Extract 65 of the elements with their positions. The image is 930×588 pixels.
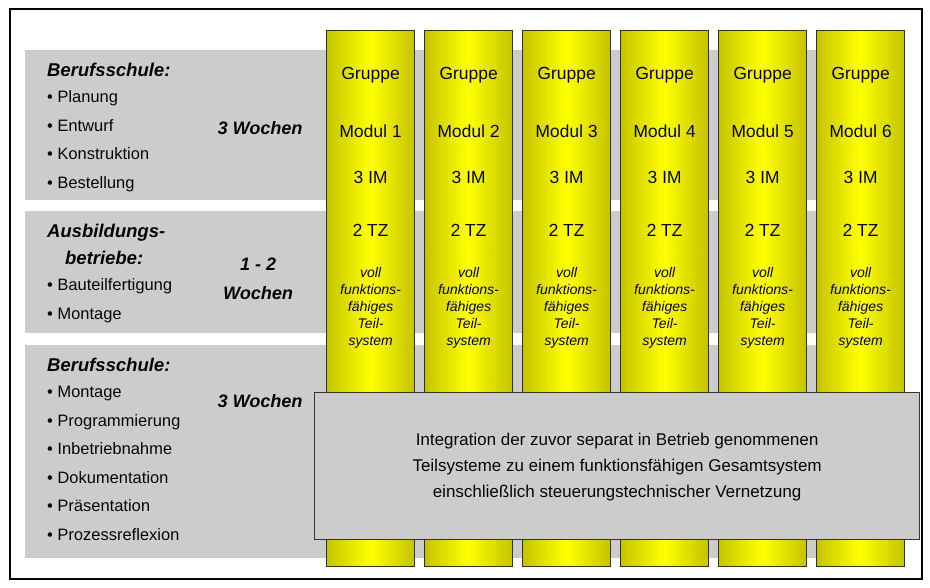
- column-text: 3 IM: [352, 166, 389, 189]
- list-item: • Montage: [47, 304, 122, 324]
- duration-label: 3 Wochen: [216, 390, 304, 413]
- section-band: [25, 345, 314, 558]
- list-item: • Dokumentation: [47, 468, 168, 488]
- column-text: 3 IM: [842, 166, 879, 189]
- column-text: Gruppe: [536, 62, 597, 85]
- list-item: • Präsentation: [47, 496, 150, 517]
- list-item: • Bestellung: [47, 172, 134, 194]
- list-item: • Planung: [47, 87, 118, 108]
- column-text: 3 IM: [744, 166, 781, 189]
- section-band: [25, 211, 326, 333]
- list-item: • Inbetriebnahme: [47, 439, 172, 460]
- section-band: [25, 50, 326, 200]
- list-item: • Entwurf: [47, 116, 114, 136]
- module-column: [522, 30, 611, 392]
- column-text: 3 IM: [548, 166, 585, 189]
- column-text: Modul 3: [534, 120, 599, 143]
- column-text: Gruppe: [830, 62, 891, 85]
- column-foot: [620, 539, 709, 567]
- column-text: 2 TZ: [744, 219, 782, 242]
- column-foot: [816, 539, 905, 567]
- column-foot: [424, 539, 513, 567]
- column-text: Modul 1: [338, 120, 403, 143]
- duration-label: 1 - 2 Wochen: [222, 253, 294, 304]
- column-text: voll funktions- fähiges Teil- system: [535, 264, 598, 349]
- list-item: • Montage: [47, 382, 122, 403]
- column-text: Modul 5: [730, 120, 795, 143]
- column-text: 2 TZ: [842, 219, 880, 242]
- column-text: Modul 6: [828, 120, 893, 143]
- column-text: 2 TZ: [548, 219, 586, 242]
- module-column: [424, 30, 513, 392]
- column-text: voll funktions- fähiges Teil- system: [731, 264, 794, 349]
- column-text: 2 TZ: [352, 219, 390, 242]
- list-item: • Konstruktion: [47, 144, 150, 165]
- integration-box: [314, 392, 920, 540]
- column-text: voll funktions- fähiges Teil- system: [437, 264, 500, 349]
- column-text: Gruppe: [732, 62, 793, 85]
- column-text: voll funktions- fähiges Teil- system: [339, 264, 402, 349]
- column-text: Gruppe: [438, 62, 499, 85]
- column-text: Modul 4: [632, 120, 697, 143]
- section-heading: Berufsschule:: [47, 58, 172, 82]
- column-text: 2 TZ: [450, 219, 488, 242]
- section-heading: Berufsschule:: [47, 353, 172, 377]
- column-text: 2 TZ: [646, 219, 684, 242]
- column-text: Modul 2: [436, 120, 501, 143]
- module-column: [326, 30, 415, 392]
- column-text: Gruppe: [634, 62, 695, 85]
- column-text: voll funktions- fähiges Teil- system: [633, 264, 696, 349]
- list-item: • Bauteilfertigung: [47, 275, 172, 296]
- column-text: voll funktions- fähiges Teil- system: [829, 264, 892, 349]
- list-item: • Programmierung: [47, 410, 180, 432]
- column-text: Gruppe: [340, 62, 401, 85]
- module-column: [620, 30, 709, 392]
- column-foot: [718, 539, 807, 567]
- column-foot: [326, 539, 415, 567]
- column-text: 3 IM: [646, 166, 683, 189]
- box-text: Integration der zuvor separat in Betrieb genommenen Teilsysteme zu einem funktionsfähigen Gesamtsystem einschließlich steuerungstechnischer Vernetzung: [411, 429, 823, 503]
- duration-label: 3 Wochen: [216, 117, 304, 140]
- module-column: [718, 30, 807, 392]
- section-heading: Ausbildungs- betriebe:: [47, 219, 166, 270]
- column-foot: [522, 539, 611, 567]
- module-column: [816, 30, 905, 392]
- list-item: • Prozessreflexion: [47, 524, 180, 546]
- column-text: 3 IM: [450, 166, 487, 189]
